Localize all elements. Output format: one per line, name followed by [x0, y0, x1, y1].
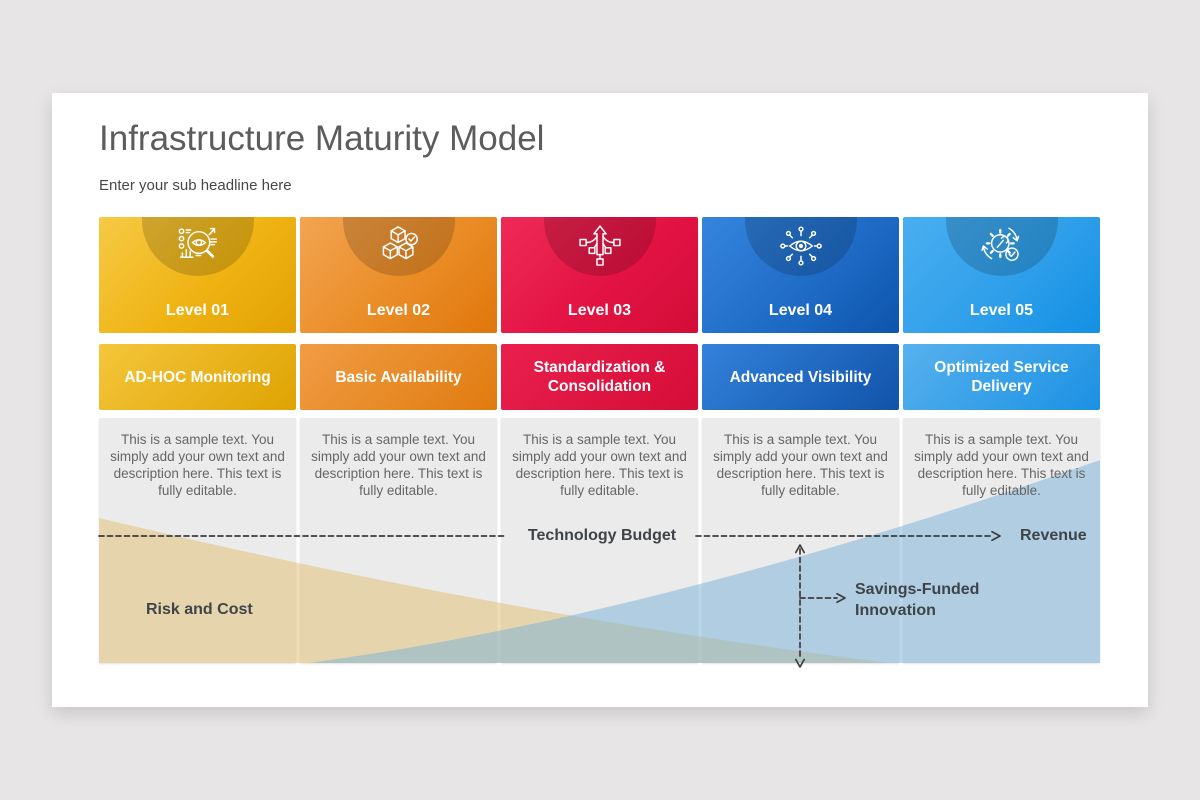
level-04-description-panel: This is a sample text. You simply add yo…: [702, 418, 899, 663]
eye-network-icon: [779, 226, 822, 266]
level-label: Level 05: [969, 302, 1034, 319]
cubes-check-icon: [382, 226, 418, 260]
level-02-card: Level 02: [300, 217, 497, 333]
page-title: Infrastructure Maturity Model: [99, 119, 545, 158]
level-03-title-bar: Standardization & Consolidation: [501, 344, 698, 410]
level-02-title-bar: Basic Availability: [300, 344, 497, 410]
revenue-label: Revenue: [1020, 527, 1087, 544]
level-02-description-panel: This is a sample text. You simply add yo…: [300, 418, 497, 663]
page-subtitle: Enter your sub headline here: [99, 177, 292, 194]
slide-canvas: Infrastructure Maturity Model Enter your…: [52, 93, 1148, 707]
description-text: This is a sample text. You simply add yo…: [914, 432, 1089, 498]
savings-label-line2: Innovation: [855, 602, 936, 619]
level-label: Level 04: [768, 302, 833, 319]
level-04-card: Level 04: [702, 217, 899, 333]
description-text: This is a sample text. You simply add yo…: [713, 432, 888, 498]
gear-service-icon: [980, 227, 1019, 262]
level-header-row: Level 01 Level 02: [99, 217, 1100, 333]
level-05-title-bar: Optimized Service Delivery: [903, 344, 1100, 410]
merge-arrow-icon: [578, 225, 621, 266]
description-text: This is a sample text. You simply add yo…: [512, 432, 687, 498]
level-01-description-panel: This is a sample text. You simply add yo…: [99, 418, 296, 663]
level-title-row: AD-HOC Monitoring Basic Availability Sta…: [99, 344, 1100, 410]
technology-budget-label: Technology Budget: [527, 527, 677, 544]
analytics-search-icon: [178, 227, 217, 259]
risk-and-cost-label: Risk and Cost: [146, 601, 253, 618]
level-01-card: Level 01: [99, 217, 296, 333]
level-03-card: Level 03: [501, 217, 698, 333]
level-label: Level 03: [567, 302, 632, 319]
level-04-title-bar: Advanced Visibility: [702, 344, 899, 410]
savings-funded-innovation-label: Savings-Funded Innovation: [855, 579, 979, 621]
savings-label-line1: Savings-Funded: [855, 581, 980, 598]
level-01-title-bar: AD-HOC Monitoring: [99, 344, 296, 410]
level-label: Level 01: [165, 302, 230, 319]
level-05-card: Level 05: [903, 217, 1100, 333]
level-label: Level 02: [366, 302, 431, 319]
description-text: This is a sample text. You simply add yo…: [110, 432, 285, 498]
description-text: This is a sample text. You simply add yo…: [311, 432, 486, 498]
